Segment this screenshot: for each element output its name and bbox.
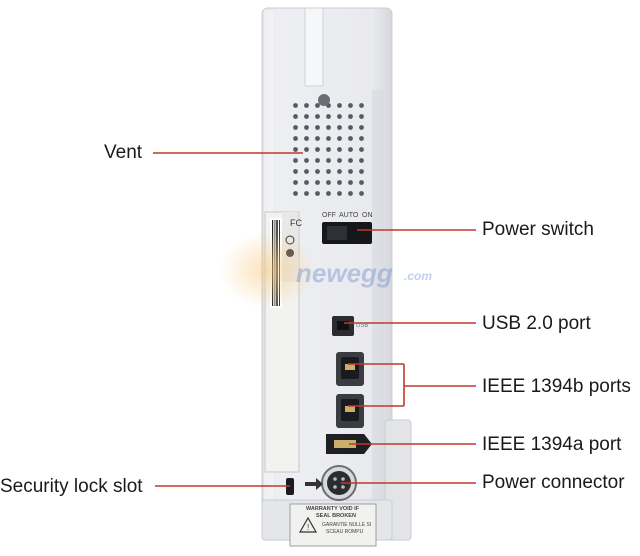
callout-label-ieee1394b-ports: IEEE 1394b ports <box>482 376 631 397</box>
power-switch <box>322 222 372 244</box>
switch-auto-marking: AUTO <box>339 212 359 219</box>
warranty-line-2: SEAL BROKEN <box>316 513 356 519</box>
callout-label-usb-port: USB 2.0 port <box>482 313 591 334</box>
warranty-line-4: SCEAU ROMPU <box>326 529 364 535</box>
svg-text:!: ! <box>307 523 309 532</box>
watermark-glow <box>220 232 316 308</box>
callout-label-ieee1394a-port: IEEE 1394a port <box>482 434 622 455</box>
warranty-line-1: WARRANTY VOID IF <box>306 506 360 512</box>
callout-label-security-lock-slot: Security lock slot <box>0 476 143 497</box>
warranty-line-3: GARANTIE NULLE SI <box>322 522 372 528</box>
callout-lines <box>153 152 476 487</box>
svg-text:FC: FC <box>290 218 302 228</box>
watermark-brand: newegg <box>296 258 393 288</box>
ieee1394b-port-upper <box>336 352 364 386</box>
switch-on-marking: ON <box>362 212 373 219</box>
ieee1394b-port-lower <box>336 394 364 428</box>
vent-grille <box>290 94 370 200</box>
switch-off-marking: OFF <box>322 212 336 219</box>
warranty-sticker: ! <box>289 503 377 547</box>
callout-label-vent: Vent <box>104 142 143 163</box>
callout-label-power-connector: Power connector <box>482 472 625 493</box>
watermark-suffix: .com <box>404 269 433 283</box>
usb-marking: USB <box>356 323 369 329</box>
arrow-right-icon <box>305 478 323 490</box>
usb-port <box>332 316 354 336</box>
callout-label-power-switch: Power switch <box>482 219 594 240</box>
